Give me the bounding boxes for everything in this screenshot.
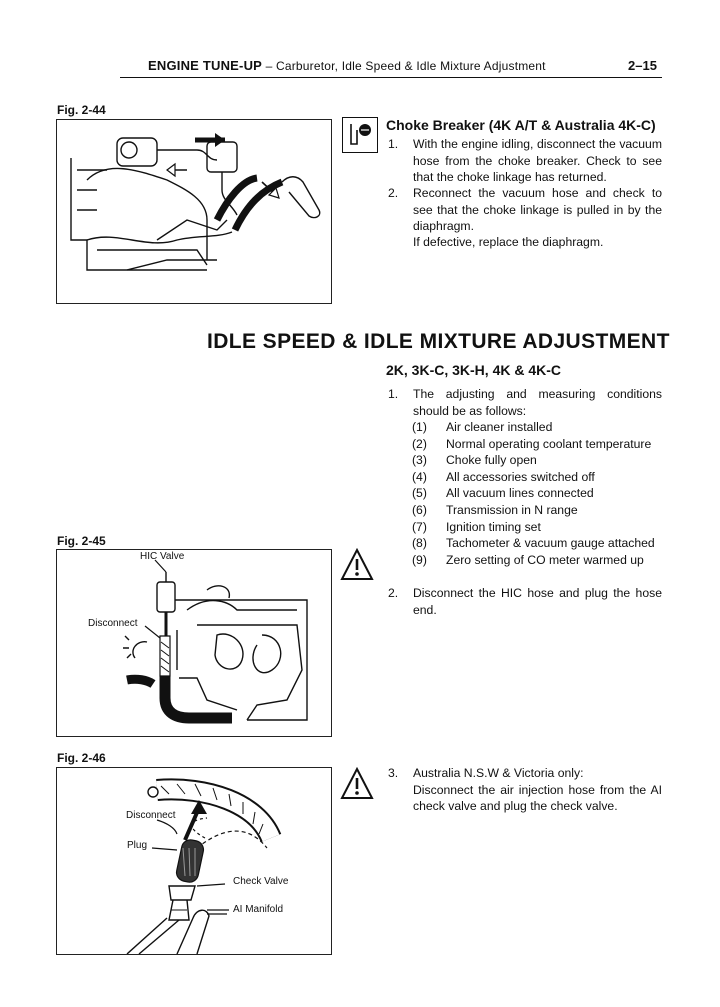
- caution-icon: [340, 547, 374, 582]
- header-title-bold: ENGINE TUNE-UP: [148, 58, 263, 73]
- vacuum-gauge-icon-graphic: [350, 124, 371, 145]
- applicable-models: 2K, 3K-C, 3K-H, 4K & 4K-C: [386, 362, 562, 378]
- idle-step-1-text: The adjusting and measuring conditions s…: [413, 387, 662, 418]
- caution-icon: [340, 766, 374, 801]
- caution-triangle-graphic: [340, 547, 374, 580]
- caution-triangle-graphic: [340, 766, 374, 799]
- choke-breaker-steps: 1. With the engine idling, disconnect th…: [388, 136, 662, 256]
- idle-step-2-text: Disconnect the HIC hose and plug the hos…: [413, 586, 662, 617]
- plug-callout: Plug: [127, 840, 148, 851]
- header-rule: [120, 77, 662, 78]
- condition-number: (9): [412, 552, 427, 567]
- check-valve-callout: Check Valve: [233, 876, 289, 887]
- condition-text: Tachometer & vacuum gauge attached: [446, 536, 655, 551]
- condition-number: (6): [412, 503, 427, 517]
- condition-text: All accessories switched off: [446, 469, 595, 484]
- idle-step-3-text: Disconnect the air injection hose from t…: [413, 782, 662, 814]
- fig-2-44-label: Fig. 2-44: [57, 103, 106, 117]
- condition-number: (5): [412, 486, 427, 501]
- condition-text: Choke fully open: [446, 453, 537, 468]
- idle-step-2-number: 2.: [388, 586, 399, 600]
- condition-number: (2): [412, 436, 427, 451]
- idle-step-3: 3. Australia N.S.W & Victoria only: Disc…: [388, 765, 662, 817]
- idle-step-3-condition: Australia N.S.W & Victoria only:: [413, 766, 584, 780]
- ai-manifold-callout: AI Manifold: [233, 904, 284, 915]
- condition-text: Ignition timing set: [446, 519, 541, 534]
- choke-step-1-number: 1.: [388, 137, 399, 151]
- choke-step-2-text: Reconnect the vacuum hose and check to s…: [413, 186, 662, 233]
- condition-number: (3): [412, 453, 427, 468]
- condition-number: (8): [412, 536, 427, 551]
- conditions-list: (1) Air cleaner installed (2) Normal opera…: [412, 419, 664, 569]
- condition-text: Zero setting of CO meter warmed up: [446, 552, 644, 567]
- condition-text: Transmission in N range: [446, 503, 578, 517]
- section-title: IDLE SPEED & IDLE MIXTURE ADJUSTMENT: [207, 330, 670, 353]
- choke-breaker-heading: Choke Breaker (4K A/T & Australia 4K-C): [386, 117, 656, 133]
- disconnect-callout: Disconnect: [126, 810, 176, 821]
- page-number: 2–15: [628, 58, 657, 73]
- header-title-subtitle: – Carburetor, Idle Speed & Idle Mixture …: [262, 59, 546, 73]
- choke-step-2-number: 2.: [388, 186, 399, 200]
- fig-2-45-illustration: [56, 549, 332, 737]
- idle-step-1-number: 1.: [388, 387, 399, 401]
- condition-text: Normal operating coolant temperature: [446, 436, 652, 451]
- idle-step-1: 1. The adjusting and measuring condition…: [388, 386, 662, 420]
- vacuum-gauge-icon: [342, 117, 378, 153]
- fig-2-45-label: Fig. 2-45: [57, 534, 106, 548]
- fig-2-46-illustration: [56, 767, 332, 955]
- hic-valve-drawing: [123, 559, 308, 724]
- idle-step-3-number: 3.: [388, 766, 399, 780]
- idle-step-2: 2. Disconnect the HIC hose and plug the …: [388, 585, 662, 619]
- check-valve-drawing: [126, 778, 282, 954]
- condition-number: (7): [412, 519, 427, 534]
- condition-number: (1): [412, 420, 427, 434]
- condition-number: (4): [412, 469, 427, 484]
- fig-2-46-label: Fig. 2-46: [57, 751, 106, 765]
- running-header: ENGINE TUNE-UP – Carburetor, Idle Speed …: [148, 58, 546, 73]
- choke-breaker-drawing: [70, 133, 321, 271]
- condition-text: Air cleaner installed: [446, 420, 553, 434]
- fig-2-44-illustration: [56, 119, 332, 304]
- disconnect-callout: Disconnect: [88, 618, 138, 629]
- hic-valve-callout: HIC Valve: [140, 551, 185, 562]
- condition-text: All vacuum lines connected: [446, 486, 594, 501]
- choke-note: If defective, replace the diaphragm.: [413, 235, 604, 249]
- choke-step-1-text: With the engine idling, disconnect the v…: [413, 137, 662, 184]
